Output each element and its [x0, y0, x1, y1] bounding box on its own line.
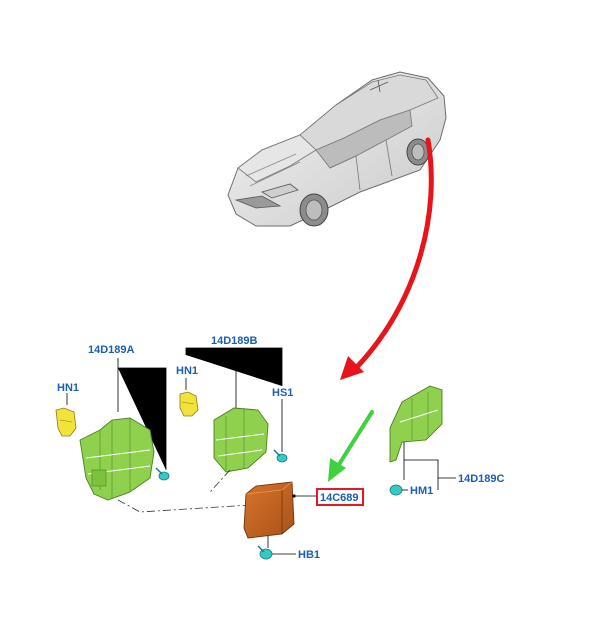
module-14c689	[243, 481, 318, 560]
clip-hn1-a	[55, 407, 77, 437]
bracket-a-assembly	[55, 358, 251, 513]
fastener-hm1	[389, 484, 408, 496]
green-pointer-arrow	[328, 410, 374, 482]
label-hn1-b: HN1	[176, 365, 198, 377]
label-hs1: HS1	[272, 387, 293, 399]
label-hb1: HB1	[298, 549, 320, 561]
highlight-box	[316, 488, 364, 506]
fastener-a	[155, 467, 170, 481]
label-14d189b: 14D189B	[211, 335, 258, 347]
label-14c689: 14C689	[320, 492, 359, 504]
label-hm1: HM1	[410, 485, 433, 497]
label-hn1-a: HN1	[57, 382, 79, 394]
clip-hn1-b	[179, 391, 199, 417]
red-locator-arrow	[340, 137, 434, 380]
bracket-b-assembly	[179, 347, 288, 493]
label-14d189a: 14D189A	[88, 344, 135, 356]
fastener-hb1	[257, 536, 296, 560]
fastener-b	[273, 449, 288, 463]
vehicle-illustration	[227, 71, 447, 227]
bracket-c-assembly	[389, 385, 456, 496]
label-14d189c: 14D189C	[458, 473, 505, 485]
